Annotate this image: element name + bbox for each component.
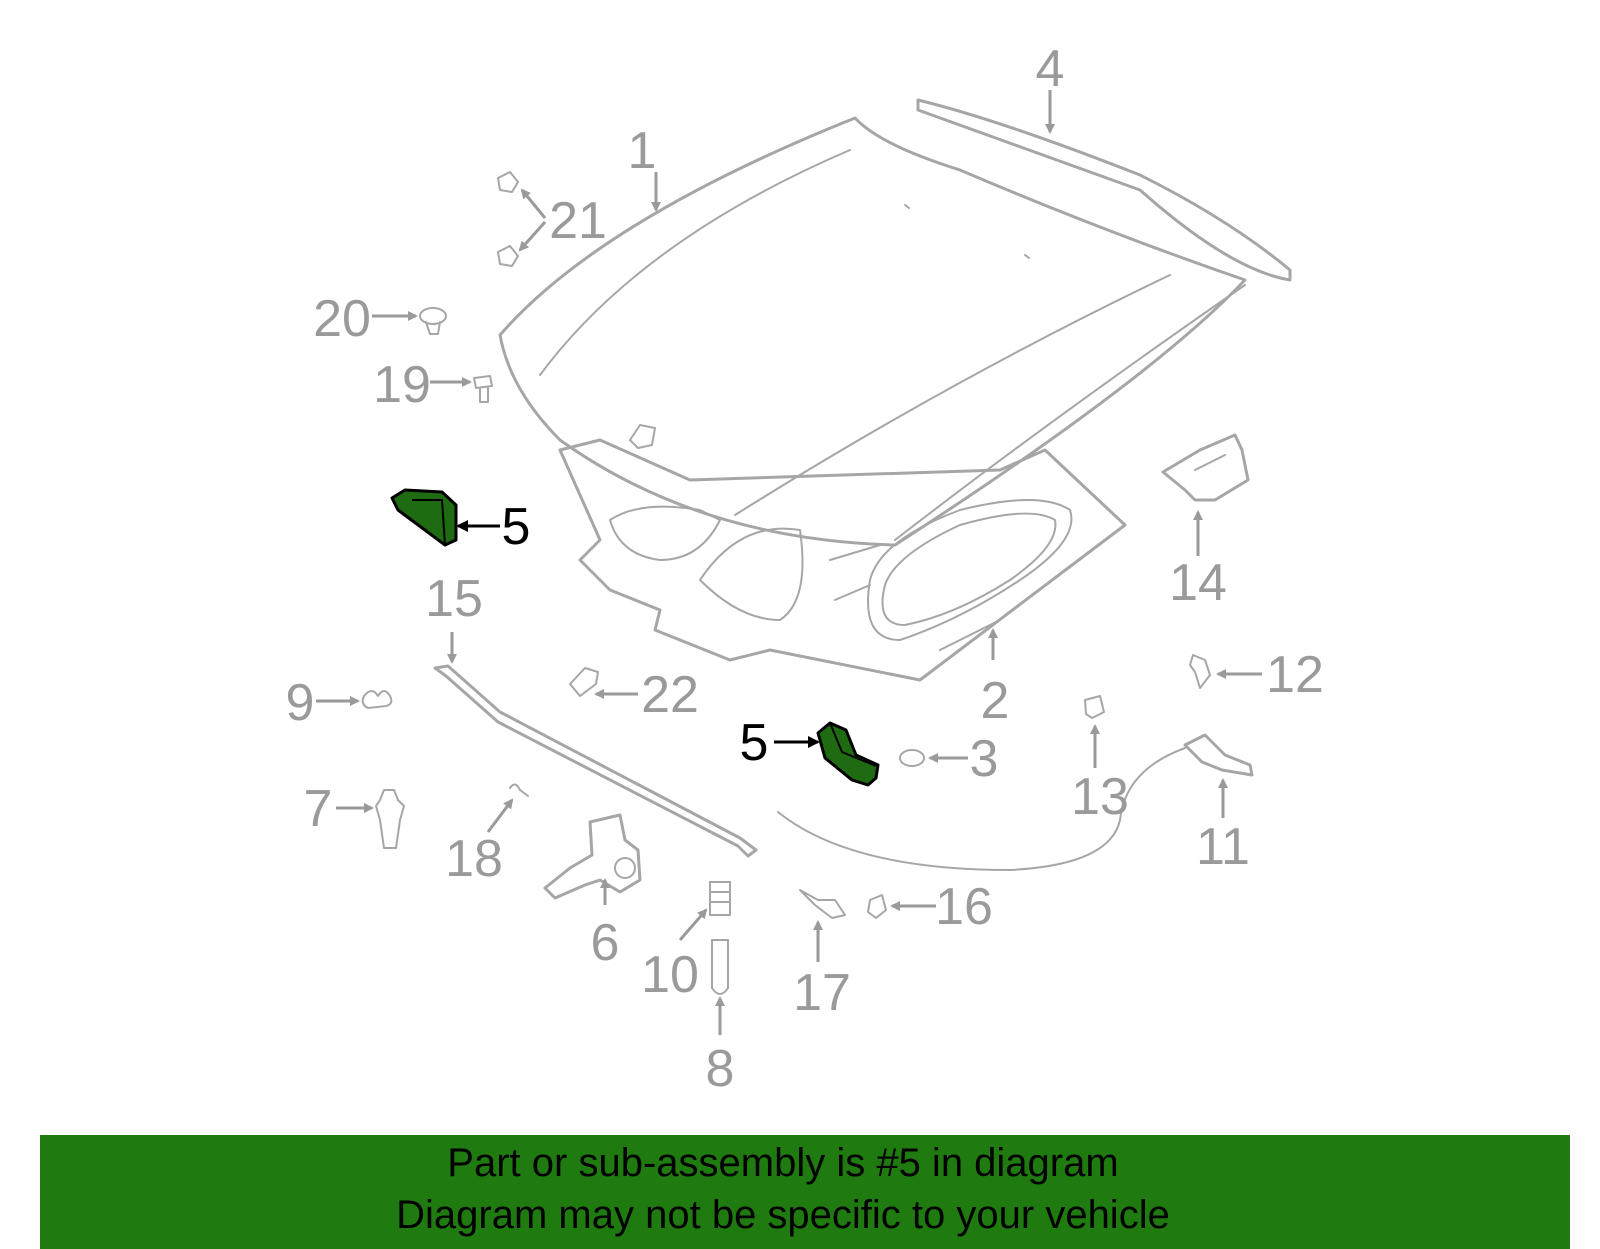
part-9-spring <box>361 690 393 709</box>
label-14: 14 <box>1169 554 1227 612</box>
label-8: 8 <box>706 1040 735 1098</box>
part-11-release-cable <box>777 733 1254 871</box>
part-1-hood <box>498 116 1247 547</box>
part-18-clip <box>509 783 529 797</box>
label-19: 19 <box>373 356 431 414</box>
label-17: 17 <box>793 964 851 1022</box>
part-4-weatherstrip <box>916 98 1292 282</box>
label-6: 6 <box>591 914 620 972</box>
label-20: 20 <box>313 290 371 348</box>
part-13-clip <box>1084 695 1105 719</box>
label-7: 7 <box>304 780 333 838</box>
banner-line-1: Part or sub-assembly is #5 in diagram <box>447 1141 1119 1185</box>
leader-arrows <box>316 90 1262 1035</box>
part-5-bumper-upper[interactable] <box>390 488 458 547</box>
label-5-upper[interactable]: 5 <box>502 498 531 556</box>
part-14-hinge <box>1161 433 1250 502</box>
part-7-bumper <box>375 789 405 849</box>
label-15: 15 <box>425 570 483 628</box>
label-5-lower[interactable]: 5 <box>740 714 769 772</box>
part-5-bumper-lower[interactable] <box>816 721 880 787</box>
part-8-rod <box>711 939 729 995</box>
label-2: 2 <box>981 672 1010 730</box>
info-banner: Part or sub-assembly is #5 in diagram Di… <box>40 1135 1570 1249</box>
part-3-nut <box>899 749 925 767</box>
part-19-bolt <box>473 375 493 403</box>
part-15-prop-rod <box>433 664 758 858</box>
part-22-bracket <box>569 667 599 697</box>
label-13: 13 <box>1071 768 1129 826</box>
banner-line-2: Diagram may not be specific to your vehi… <box>396 1193 1170 1237</box>
label-1: 1 <box>628 122 657 180</box>
part-20-grommet <box>419 307 447 335</box>
label-3: 3 <box>970 730 999 788</box>
part-12-clip <box>1189 654 1211 689</box>
part-6-latch <box>543 813 642 900</box>
label-22: 22 <box>641 666 699 724</box>
label-9: 9 <box>286 674 315 732</box>
label-18: 18 <box>445 830 503 888</box>
label-11: 11 <box>1196 818 1250 876</box>
callout-labels: 1 2 3 4 5 5 6 7 8 9 10 11 12 13 14 15 16… <box>286 40 1324 1098</box>
label-4: 4 <box>1036 40 1065 98</box>
part-2-hood-inner-panel <box>558 438 1127 682</box>
label-21: 21 <box>549 192 607 250</box>
label-10: 10 <box>641 946 699 1004</box>
label-12: 12 <box>1266 646 1324 704</box>
part-10-spring <box>709 881 731 916</box>
part-17-clip <box>799 889 846 919</box>
part-21-clips <box>497 171 519 267</box>
part-16-clip <box>867 894 887 919</box>
label-16: 16 <box>935 878 993 936</box>
